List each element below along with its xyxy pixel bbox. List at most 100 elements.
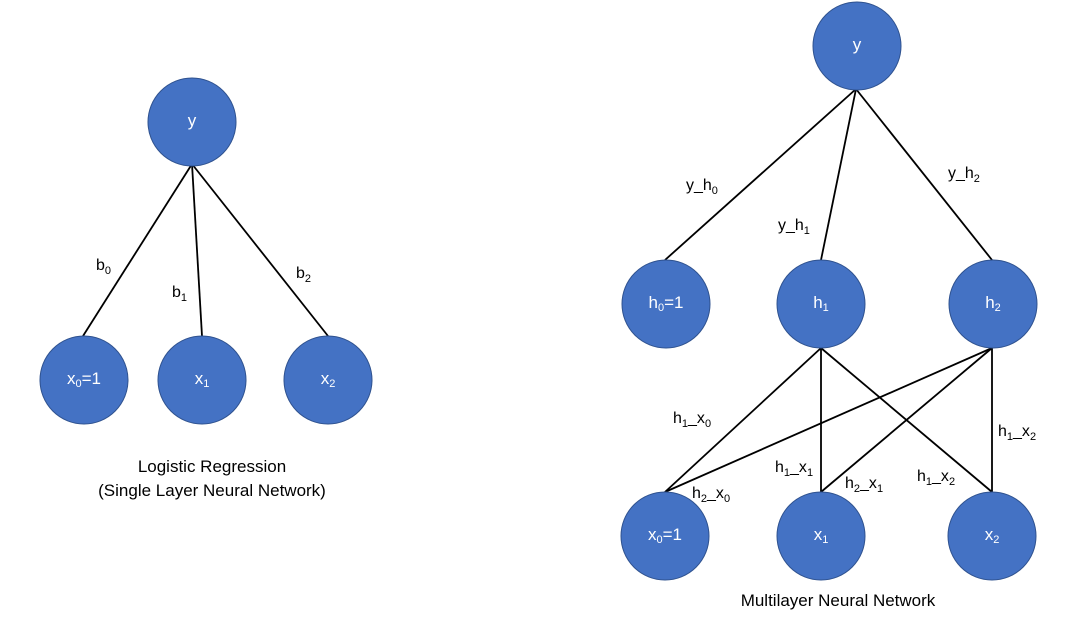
edge-label-subscript: 2: [701, 493, 707, 505]
edge-h2-x1: [820, 347, 993, 493]
edge-label-base: y_h: [778, 217, 804, 234]
node-label-base: y: [853, 35, 862, 54]
node-label-suffix: =1: [664, 293, 683, 312]
edge-label-base: h: [692, 485, 701, 502]
node-x1: x1: [157, 335, 247, 425]
node-label-h2: h2: [985, 293, 1001, 313]
edge-label-subscript-2: 1: [807, 467, 813, 479]
node-circle-x0: [620, 491, 710, 581]
edge-label-subscript: 1: [804, 225, 810, 237]
node-label-base: h: [985, 293, 994, 312]
edge-label-subscript-2: 1: [877, 483, 883, 495]
edge-label-subscript: 2: [854, 483, 860, 495]
edge-label-subscript: 0: [105, 265, 111, 277]
node-h2: h2: [948, 259, 1038, 349]
node-label-subscript: 1: [822, 534, 828, 546]
edge-label-subscript-2: 2: [1030, 431, 1036, 443]
node-label-y: y: [188, 111, 197, 130]
edge-h1-x0: [664, 347, 822, 493]
node-label-base: x: [814, 525, 823, 544]
node-label-y: y: [853, 35, 862, 54]
edge-label-subscript: 0: [712, 185, 718, 197]
multilayer-nn-caption-line-0: Multilayer Neural Network: [741, 591, 936, 610]
node-label-subscript: 0: [656, 534, 662, 546]
edge-label-base: b: [296, 265, 305, 282]
edge-label-h1-x0: h1_x0: [673, 410, 711, 430]
edge-label-y-h0: y_h0: [686, 177, 718, 197]
edge-y-h0: [664, 88, 857, 261]
node-label-h1: h1: [813, 293, 829, 313]
node-circle-h1: [776, 259, 866, 349]
edge-label-base: y_h: [686, 177, 712, 194]
node-label-subscript: 1: [823, 302, 829, 314]
node-label-x1: x1: [195, 369, 210, 389]
edge-label-subscript: 1: [784, 467, 790, 479]
node-label-subscript: 2: [329, 378, 335, 390]
edge-label-subscript: 2: [305, 273, 311, 285]
edge-label-subscript: 1: [181, 292, 187, 304]
node-label-subscript: 0: [658, 302, 664, 314]
logistic-regression-caption-line-0: Logistic Regression: [138, 457, 286, 476]
node-circle-x2: [283, 335, 373, 425]
edge-y-h1: [820, 88, 857, 261]
node-circle-h0: [621, 259, 711, 349]
node-y: y: [812, 1, 902, 91]
node-circle-x0: [39, 335, 129, 425]
edge-label-h2-x0: h2_x0: [692, 485, 730, 505]
edge-label-mid: _x: [789, 459, 807, 476]
edge-label-mid: _x: [859, 475, 877, 492]
node-x1: x1: [776, 491, 866, 581]
edge-label-y-h1: y_h1: [778, 217, 810, 237]
node-label-base: x: [321, 369, 330, 388]
edge-label-mid: _x: [931, 468, 949, 485]
node-label-base: h: [649, 293, 658, 312]
edge-label-base: h: [775, 459, 784, 476]
node-label-suffix: =1: [82, 369, 101, 388]
node-label-subscript: 0: [75, 378, 81, 390]
edge-label-subscript-2: 2: [949, 476, 955, 488]
edge-h2-x0: [664, 347, 993, 493]
edge-label-subscript: 1: [682, 418, 688, 430]
node-label-subscript: 2: [993, 534, 999, 546]
node-label-x2: x2: [321, 369, 336, 389]
edge-label-base: h: [998, 423, 1007, 440]
edge-label-mid: _x: [687, 410, 705, 427]
node-label-base: x: [195, 369, 204, 388]
edge-label-h1-x2: h1_x2: [917, 468, 955, 488]
node-circle-y: [812, 1, 902, 91]
edge-y-h2: [855, 88, 993, 261]
node-circle-y: [147, 77, 237, 167]
edge-y-x1: [191, 163, 203, 337]
node-h1: h1: [776, 259, 866, 349]
node-x2: x2: [283, 335, 373, 425]
node-label-base: x: [67, 369, 76, 388]
edge-label-base: h: [673, 410, 682, 427]
node-label-subscript: 1: [203, 378, 209, 390]
node-label-x2: x2: [985, 525, 1000, 545]
edge-label-subscript: 2: [974, 173, 980, 185]
node-circle-x1: [157, 335, 247, 425]
node-label-suffix: =1: [663, 525, 682, 544]
edge-label-base: b: [96, 257, 105, 274]
edge-label-h2-x1: h2_x1: [845, 475, 883, 495]
edge-label-subscript-2: 0: [724, 493, 730, 505]
edge-label-h2-x2: h1_x2: [998, 423, 1036, 443]
edge-label-subscript: 1: [1007, 431, 1013, 443]
node-x0: x0=1: [39, 335, 129, 425]
edge-label-base: h: [845, 475, 854, 492]
node-circle-x2: [947, 491, 1037, 581]
edge-y-x0: [82, 163, 193, 337]
logistic-regression-caption-line-1: (Single Layer Neural Network): [98, 481, 326, 500]
node-label-base: x: [648, 525, 657, 544]
edge-label-mid: _x: [1012, 423, 1030, 440]
edge-label-subscript-2: 0: [705, 418, 711, 430]
edge-label-h1-x1: h1_x1: [775, 459, 813, 479]
node-circle-h2: [948, 259, 1038, 349]
node-label-subscript: 2: [995, 302, 1001, 314]
edge-label-subscript: 1: [926, 476, 932, 488]
node-label-x1: x1: [814, 525, 829, 545]
node-label-h0: h0=1: [649, 293, 684, 313]
node-label-x0: x0=1: [648, 525, 682, 545]
